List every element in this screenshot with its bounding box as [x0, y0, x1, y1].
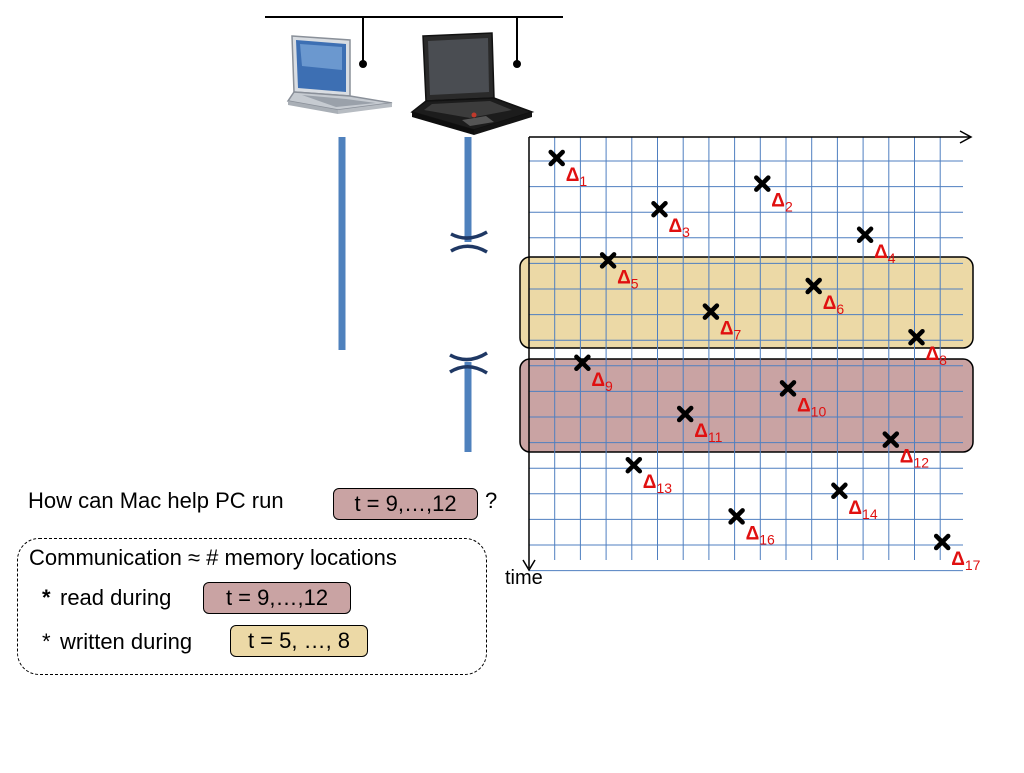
read-label: read during	[60, 585, 172, 610]
delta-14-label: Δ14	[848, 498, 877, 522]
pc-laptop-icon	[410, 32, 535, 135]
delta-2-mark: Δ2	[754, 175, 793, 215]
delta-1-label: Δ1	[566, 165, 588, 189]
write-bullet: *	[42, 629, 51, 654]
delta-3-label: Δ3	[669, 216, 691, 240]
cut-mark-upper	[450, 230, 488, 254]
axes	[522, 130, 973, 572]
delta-4-label: Δ4	[874, 242, 896, 266]
communication-box	[17, 538, 487, 675]
delta-13-label: Δ13	[643, 472, 672, 496]
delta-14-mark: Δ14	[831, 482, 878, 522]
delta-6-label: Δ6	[823, 293, 845, 317]
delta-5-mark: Δ5	[599, 252, 639, 291]
delta-3-mark: Δ3	[651, 200, 691, 240]
question-suffix: ?	[485, 488, 498, 513]
question-prefix: How can Mac help PC run	[28, 488, 284, 513]
delta-11-mark: Δ11	[676, 405, 723, 445]
delta-13-mark: Δ13	[625, 456, 672, 496]
delta-4-mark: Δ4	[856, 226, 896, 266]
communication-heading: Communication ≈ # memory locations	[29, 545, 397, 570]
delta-10-label: Δ10	[797, 395, 826, 419]
delta-11-label: Δ11	[694, 421, 722, 445]
memory-time-grid	[529, 137, 963, 572]
delta-12-mark: Δ12	[882, 431, 929, 471]
delta-6-mark: Δ6	[805, 277, 845, 317]
mac-laptop-icon	[286, 35, 393, 114]
write-label: written during	[60, 629, 193, 654]
delta-9-mark: Δ9	[574, 354, 613, 394]
delta-5-label: Δ5	[617, 267, 639, 291]
delta-9-label: Δ9	[591, 370, 613, 394]
time-axis-label: time	[505, 567, 543, 589]
read-bullet: *	[42, 585, 51, 610]
network-bus	[265, 16, 563, 68]
delta-16-mark: Δ16	[728, 508, 775, 547]
delta-7-label: Δ7	[720, 319, 742, 343]
delta-8-label: Δ8	[926, 344, 948, 368]
delta-10-mark: Δ10	[779, 380, 826, 419]
delta-2-label: Δ2	[771, 191, 793, 215]
delta-1-mark: Δ1	[548, 149, 588, 189]
delta-8-mark: Δ8	[908, 328, 948, 368]
cut-mark-lower	[449, 351, 488, 375]
delta-17-mark: Δ17	[933, 533, 981, 573]
delta-16-label: Δ16	[746, 523, 775, 547]
write-range-pill: t = 5, …, 8	[230, 625, 368, 657]
delta-7-mark: Δ7	[702, 303, 742, 343]
delta-17-label: Δ17	[951, 549, 980, 573]
read-range-pill: t = 9,…,12	[203, 582, 351, 614]
question-range-pill: t = 9,…,12	[333, 488, 478, 520]
write-interval-band	[519, 256, 974, 349]
delta-12-label: Δ12	[900, 447, 929, 471]
read-interval-band	[519, 358, 974, 453]
